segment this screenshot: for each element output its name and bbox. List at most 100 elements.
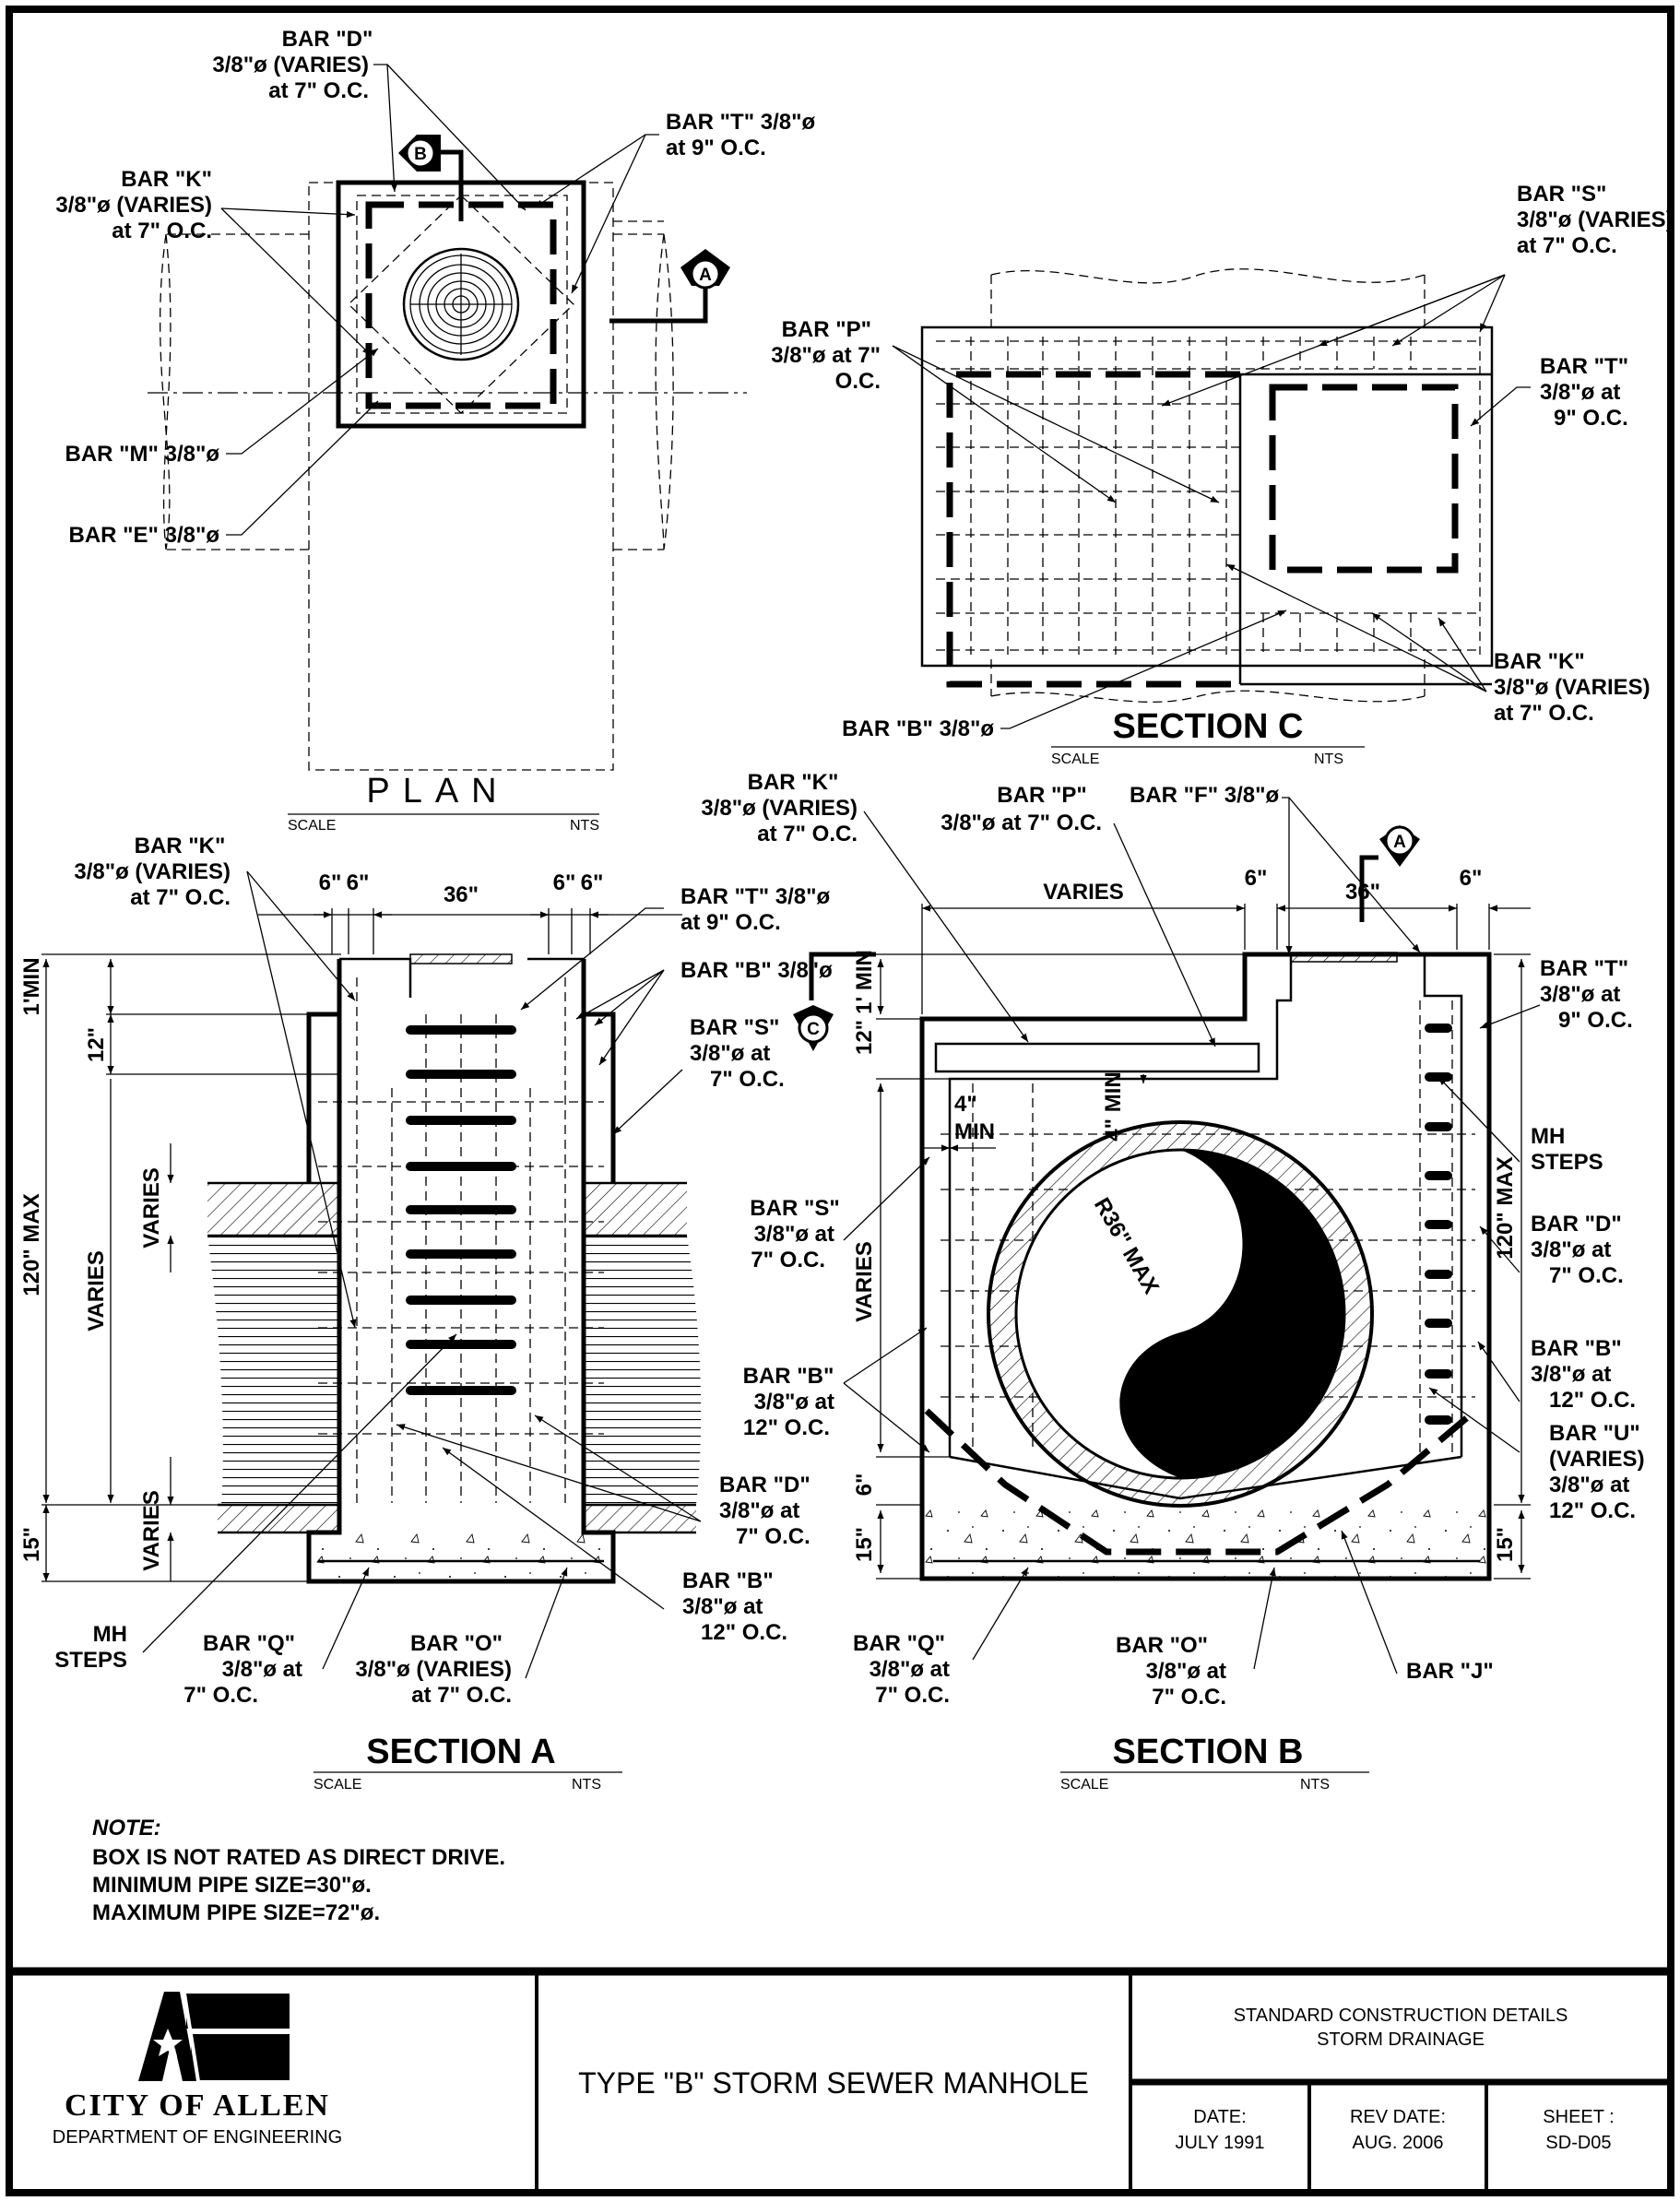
drawing-label: 6" (347, 870, 370, 895)
drawing-label: BAR "K" (135, 834, 226, 858)
drawing-label: BAR "T" 3/8"ø (666, 110, 815, 135)
drawing-label: 1' MIN (852, 950, 877, 1014)
drawing-label: BAR "M" 3/8"ø (65, 442, 220, 467)
manhole-cover-icon (402, 247, 520, 361)
drawing-label: O.C. (835, 369, 881, 394)
plan-view: B A BAR "D" 3/8"ø (VARIES) at 7" O.C. BA… (55, 27, 815, 834)
drawing-label: 3/8"ø at 7" (771, 343, 881, 368)
drawing-label: 7" O.C. (1549, 1263, 1624, 1288)
drawing-label: NTS (572, 1777, 601, 1793)
drawing-label: SCALE (1060, 1777, 1108, 1793)
sheet-label: SHEET : (1543, 2107, 1614, 2127)
drawing-label: 3/8"ø at (222, 1657, 302, 1682)
drawing-label: 12" O.C. (743, 1415, 830, 1440)
drawing-label: BAR "S" (750, 1196, 839, 1221)
drawing-label: 6" (581, 870, 604, 895)
drawing-label: at 7" O.C. (1494, 701, 1594, 726)
drawing-label: MH (93, 1622, 127, 1647)
drawing-label: SCALE (288, 818, 336, 834)
drawing-label: BAR "D" (719, 1473, 810, 1497)
drawing-label: 120" MAX (1493, 1156, 1518, 1259)
drawing-label: VARIES (852, 1241, 877, 1322)
mh-steps-icon (1425, 1024, 1452, 1425)
drawing-label: 7" O.C. (736, 1524, 810, 1549)
note-line: MINIMUM PIPE SIZE=30"ø. (92, 1873, 372, 1898)
drawing-label: 3/8"ø at (1540, 380, 1620, 405)
drawing-label: 3/8"ø (VARIES) (212, 53, 369, 77)
drawing-label: 3/8"ø (VARIES) (355, 1657, 512, 1682)
drawing-label: BAR "F" 3/8"ø (1130, 783, 1279, 808)
drawing-label: C (807, 1020, 820, 1039)
drawing-label: BAR "K" (121, 167, 212, 192)
sheet-value: SD-D05 (1545, 2133, 1611, 2153)
pipe-section-icon (987, 1120, 1374, 1508)
drawing-label: 15" (852, 1527, 877, 1562)
section-c-view: BAR "S" 3/8"ø (VARIES) at 7" O.C. BAR "P… (771, 182, 1673, 767)
section-marker-a: A (680, 249, 730, 290)
drawing-label: (VARIES) (1549, 1447, 1645, 1472)
mh-steps-icon (406, 1025, 516, 1395)
drawing-label: at 7" O.C. (130, 885, 231, 910)
drawing-label: 15" (19, 1527, 44, 1562)
drawing-label: BAR "P" (782, 317, 871, 342)
drawing-label: BAR "S" (1517, 182, 1606, 207)
sheet-border (6, 6, 1674, 2196)
drawing-label: BAR "B" 3/8"ø (842, 716, 994, 741)
drawing-title: TYPE "B" STORM SEWER MANHOLE (578, 2066, 1089, 2100)
drawing-label: BAR "B" 3/8"ø (680, 958, 833, 983)
drawing-label: 3/8"ø at (1540, 982, 1620, 1007)
drawing-label: at 9" O.C. (666, 136, 766, 160)
drawing-label: 3/8"ø at (1549, 1473, 1629, 1497)
note-line: MAXIMUM PIPE SIZE=72"ø. (92, 1900, 380, 1925)
drawing-label: BAR "Q" (203, 1631, 295, 1656)
drawing-label: 7" O.C. (710, 1067, 785, 1092)
drawing-label: 12" O.C. (701, 1620, 787, 1645)
category-line-1: STANDARD CONSTRUCTION DETAILS (1234, 2006, 1568, 2026)
drawing-label: 6" (319, 870, 342, 895)
drawing-label: at 7" O.C. (112, 219, 212, 243)
notes-block: NOTE: BOX IS NOT RATED AS DIRECT DRIVE. … (92, 1816, 505, 1925)
drawing-label: B (414, 145, 427, 164)
drawing-label: 15" (1493, 1527, 1518, 1562)
drawing-label: 7" O.C. (751, 1248, 825, 1272)
drawing-label: BAR "K" (1494, 649, 1585, 674)
drawing-label: 3/8"ø at (754, 1222, 834, 1247)
drawing-label: 3/8"ø (VARIES) (74, 859, 231, 884)
city-of-allen-logo (138, 1992, 290, 2082)
drawing-label: BAR "J" (1406, 1659, 1494, 1684)
drawing-label: at 7" O.C. (1517, 233, 1617, 258)
drawing-label: BAR "B" (1531, 1336, 1622, 1361)
drawing-label: 3/8"ø (VARIES) (1517, 207, 1674, 232)
section-a-view: 6" 6" 36" 6" 6" 1'MIN 12" 120" MAX VARIE… (19, 834, 833, 1793)
drawing-label: 6" (1460, 866, 1483, 891)
drawing-label: BAR "S" (690, 1015, 779, 1040)
drawing-label: NTS (1300, 1777, 1330, 1793)
drawing-label: 9" O.C. (1554, 406, 1628, 431)
drawing-label: 4" (954, 1092, 977, 1117)
drawing-label: 7" O.C. (1152, 1685, 1226, 1710)
drawing-label: 3/8"ø (VARIES) (55, 193, 212, 218)
drawing-label: STEPS (1531, 1150, 1603, 1175)
drawing-label: 12" (84, 1027, 109, 1062)
drawing-label: 3/8"ø at (1531, 1362, 1611, 1387)
date-label: DATE: (1193, 2107, 1246, 2127)
drawing-label: 6" (1245, 866, 1268, 891)
section-marker-a: A (1379, 825, 1420, 867)
drawing-label: 12" O.C. (1549, 1498, 1636, 1523)
drawing-label: BAR "U" (1549, 1421, 1640, 1446)
drawing-label: 3/8"ø (VARIES) (701, 796, 858, 821)
note-heading: NOTE: (92, 1816, 161, 1840)
drawing-label: 6" (852, 1473, 877, 1497)
drawing-label: BAR "Q" (853, 1631, 945, 1656)
drawing-label: BAR "O" (410, 1631, 503, 1656)
drawing-label: A (699, 266, 712, 285)
drawing-label: BAR "T" (1540, 354, 1628, 379)
drawing-label: VARIES (139, 1490, 164, 1571)
drawing-label: BAR "K" (748, 770, 839, 795)
section-marker-c: C (793, 1005, 834, 1051)
drawing-label: 7" O.C. (183, 1683, 258, 1708)
section-a-title: SECTION A (366, 1733, 556, 1771)
drawing-label: SCALE (314, 1777, 361, 1793)
drawing-label: 12" (852, 1020, 877, 1055)
